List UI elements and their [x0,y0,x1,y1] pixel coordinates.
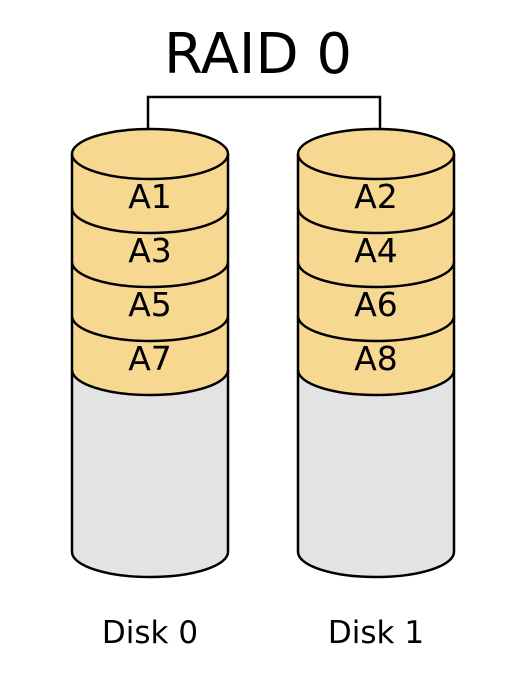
disk-top-cap [296,127,456,181]
block-label: A4 [354,231,398,270]
block-separator [70,315,230,343]
block-separator [70,261,230,289]
disk-label: Disk 0 [102,615,198,651]
block-separator [296,207,456,235]
block-separator [70,369,230,397]
disk-striped-space [72,154,228,395]
disk-outline [296,154,456,579]
disk-empty-space [298,370,454,577]
block-label: A5 [128,285,172,324]
block-separator [70,207,230,235]
block-label: A2 [354,177,398,216]
disk-outline [70,154,230,579]
diagram-title: RAID 0 [164,22,352,87]
block-label: A6 [354,285,398,324]
block-separator [296,315,456,343]
block-label: A3 [128,231,172,270]
block-label: A1 [128,177,172,216]
disk-striped-space [298,154,454,395]
disk-empty-space [72,370,228,577]
block-separator [296,261,456,289]
block-label: A7 [128,339,172,378]
disk-top-cap [70,127,230,181]
raid-controller-connector [146,95,382,150]
disk-label: Disk 1 [328,615,424,651]
block-label: A8 [354,339,398,378]
block-separator [296,369,456,397]
